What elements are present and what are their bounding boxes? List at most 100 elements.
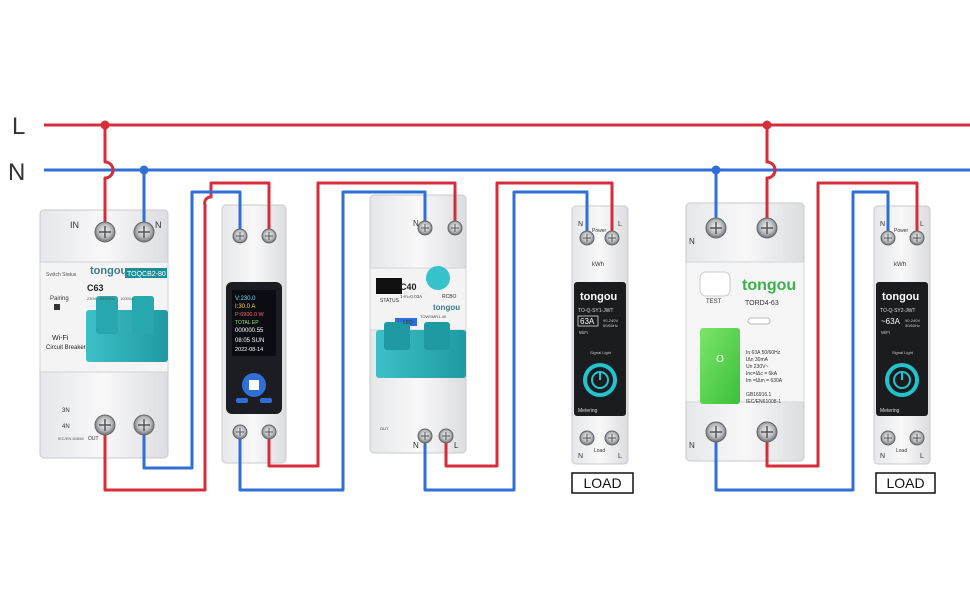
breaker-wifi-sub: Circuit Breaker <box>46 345 86 351</box>
wire-breaker-l-to-meter <box>103 181 271 492</box>
meter-row-6: 2022-08-14 <box>235 347 263 353</box>
junction-l-rcd <box>762 120 772 130</box>
wires <box>44 120 970 492</box>
rcd-handle-label: O <box>716 354 724 365</box>
breaker-pairing: Pairing <box>50 296 69 302</box>
junction-l-breaker <box>100 120 110 130</box>
rcd-toggle[interactable] <box>700 328 740 404</box>
terminal-switch2-l-top <box>909 230 925 246</box>
rcd-spec-4: Im =IΔm = 630A <box>746 378 783 384</box>
wire-meter-n-to-rcbo <box>238 190 427 492</box>
wire-meter-l-to-rcbo <box>267 181 457 468</box>
neutral-rail-label: N <box>8 159 25 186</box>
breaker-standard: IEC/EN 60898 <box>58 436 84 441</box>
switch1-power: Power <box>592 228 607 234</box>
terminal-breaker-n-top <box>133 221 155 243</box>
breaker-model-code: TOQCB2-80 <box>127 271 166 278</box>
rcbo-model: TOWSMR1-40 <box>420 314 447 319</box>
wire-breaker-n-to-meter <box>142 190 242 470</box>
line-rail-label: L <box>12 113 25 140</box>
rcd-model: TORD4-63 <box>745 300 779 307</box>
meter-row-0: V:230.0 <box>235 296 256 302</box>
switch1-wifi: WiFi <box>579 330 588 335</box>
breaker-4n-label: 4N <box>62 424 70 430</box>
terminal-rcbo-n-bottom <box>417 428 433 444</box>
breaker-in-label: IN <box>70 220 79 230</box>
switch1-kwh: kWh <box>592 262 604 268</box>
breaker-brand: tongou <box>90 265 127 277</box>
wire-l-to-breaker <box>103 125 115 232</box>
junction-n-rcd <box>711 165 721 175</box>
rcbo-test-button[interactable] <box>426 266 450 290</box>
rcd-test-button[interactable] <box>699 271 731 297</box>
switch2-brand: tongou <box>882 291 919 303</box>
wire-rcbo-l-to-switch1 <box>444 181 614 468</box>
terminal-switch2-l-bottom <box>909 430 925 446</box>
rcd-std1: GB16916.1 <box>746 392 772 398</box>
residual-current-device: TEST tongou TORD4-63 O In 63A 50/60Hz IΔ… <box>685 202 805 462</box>
rcd-n-top: N <box>689 237 695 246</box>
rcbo-led: LED <box>403 320 413 326</box>
breaker-out-label: OUT <box>88 436 99 442</box>
terminal-breaker-l-top <box>94 221 116 243</box>
wifi-circuit-breaker: IN N Switch Status tongou TOQCB2-80 C63 … <box>39 209 169 459</box>
rcd-spec-2: Un 230V~ <box>746 364 768 370</box>
switch2-signal: Signal Light <box>892 350 914 355</box>
switch2-l-top: L <box>920 221 924 228</box>
switch2-load-label: Load <box>896 448 907 454</box>
rcbo-l-bottom: L <box>454 441 459 450</box>
switch1-metering: Metering <box>578 408 598 414</box>
rcd-n-bottom: N <box>689 441 695 450</box>
terminal-switch1-l-top <box>604 230 620 246</box>
smart-switch-2: N L Power kWh tongou TO-Q-SY2-JWT ~63A 9… <box>873 205 936 494</box>
meter-row-2: P:6900.0 W <box>235 312 265 318</box>
smart-switch-1: N L Power kWh tongou TO-Q-SY1-JWT 63A 90… <box>571 205 634 494</box>
rcd-spec-1: IΔn 30mA <box>746 357 769 363</box>
terminal-breaker-n-bottom <box>133 414 155 436</box>
meter-left-button[interactable] <box>236 398 248 403</box>
terminal-rcd-n-top <box>705 217 727 239</box>
switch2-volt: 90-240V <box>905 318 920 323</box>
switch1-l-bottom: L <box>618 453 622 460</box>
rcd-brand: tongou <box>742 277 796 294</box>
terminal-rcbo-l-bottom <box>438 428 454 444</box>
switch1-amp: 63A <box>580 317 595 326</box>
terminal-screws <box>94 217 925 446</box>
meter-right-button[interactable] <box>260 398 272 403</box>
switch1-n-top: N <box>578 221 583 228</box>
rcbo-breaker: N L STATUS C40 1-m=0.03A RCBO tongou TOW… <box>369 194 467 454</box>
terminal-switch1-l-bottom <box>604 430 620 446</box>
rcd-std2: IEC/EN61008-1 <box>746 399 781 405</box>
rcbo-out-label: OUT <box>380 426 389 431</box>
breaker-spec1: 230V~ 50/60Hz <box>87 296 115 301</box>
breaker-switch-status: Switch Status <box>46 272 77 278</box>
switch1-l-top: L <box>618 221 622 228</box>
meter-row-5: 08:05 SUN <box>235 338 264 344</box>
load-box-1-text: LOAD <box>583 475 621 491</box>
switch2-n-top: N <box>880 221 885 228</box>
switch1-model: TO-Q-SY1-JWT <box>578 308 613 314</box>
terminal-breaker-l-bottom <box>94 414 116 436</box>
rcbo-rating: C40 <box>400 282 417 292</box>
switch1-load-label: Load <box>594 448 605 454</box>
switch2-model: TO-Q-SY2-JWT <box>880 308 915 314</box>
terminal-switch2-n-top <box>880 230 896 246</box>
load-box-1 <box>571 472 634 494</box>
terminal-rcd-n-bottom <box>705 421 727 443</box>
breaker-n-label: N <box>155 220 162 230</box>
switch2-n-bottom: N <box>880 453 885 460</box>
switch1-signal: Signal Light <box>590 350 612 355</box>
terminal-rcbo-n-top <box>417 220 433 236</box>
rcd-spec-0: In 63A 50/60Hz <box>746 350 781 356</box>
rcbo-rating-sub: 1-m=0.03A <box>400 294 422 299</box>
rcbo-status: STATUS <box>380 298 400 304</box>
terminal-rcd-l-top <box>756 217 778 239</box>
terminal-switch2-n-bottom <box>880 430 896 446</box>
switch1-volt: 90-240V <box>603 318 618 323</box>
switch1-brand: tongou <box>580 291 617 303</box>
energy-meter: V:230.0 I:30.0 A P:6900.0 W TOTAL EP 000… <box>221 204 287 464</box>
breaker-spec2: 10000A <box>120 296 134 301</box>
rcbo-brand: tongou <box>433 303 460 312</box>
